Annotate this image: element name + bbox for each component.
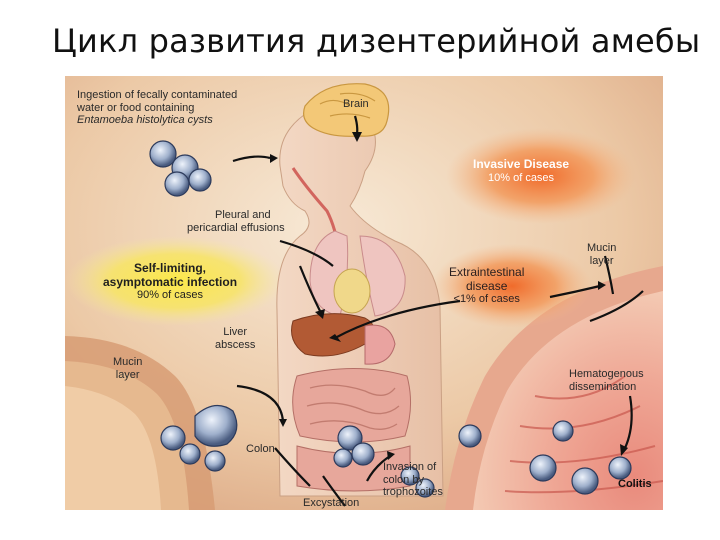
ingestion-label: Ingestion of fecally contaminated water … [77,89,237,127]
colon-label: Colon [246,443,275,456]
mucin-layer-right-label: Mucin layer [587,242,616,267]
pleural-effusions-label: Pleural and pericardial effusions [187,209,285,234]
colitis-label: Colitis [618,478,652,491]
invasive-disease-label: Invasive Disease 10% of cases [473,158,569,185]
amoeba-life-cycle-figure: Ingestion of fecally contaminated water … [65,76,663,510]
slide-title: Цикл развития дизентерийной амебы [52,22,700,60]
mucin-layer-left-label: Mucin layer [113,356,142,381]
self-limiting-label: Self-limiting, asymptomatic infection 90… [103,262,237,303]
brain-label: Brain [343,98,369,111]
extraintestinal-label: Extraintestinal disease <1% of cases [449,266,524,307]
invasion-label: Invasion of colon by trophozoites [383,461,443,499]
liver-abscess-label: Liver abscess [215,326,255,351]
excystation-label: Excystation [303,497,359,510]
hematogenous-label: Hematogenous dissemination [569,368,644,393]
